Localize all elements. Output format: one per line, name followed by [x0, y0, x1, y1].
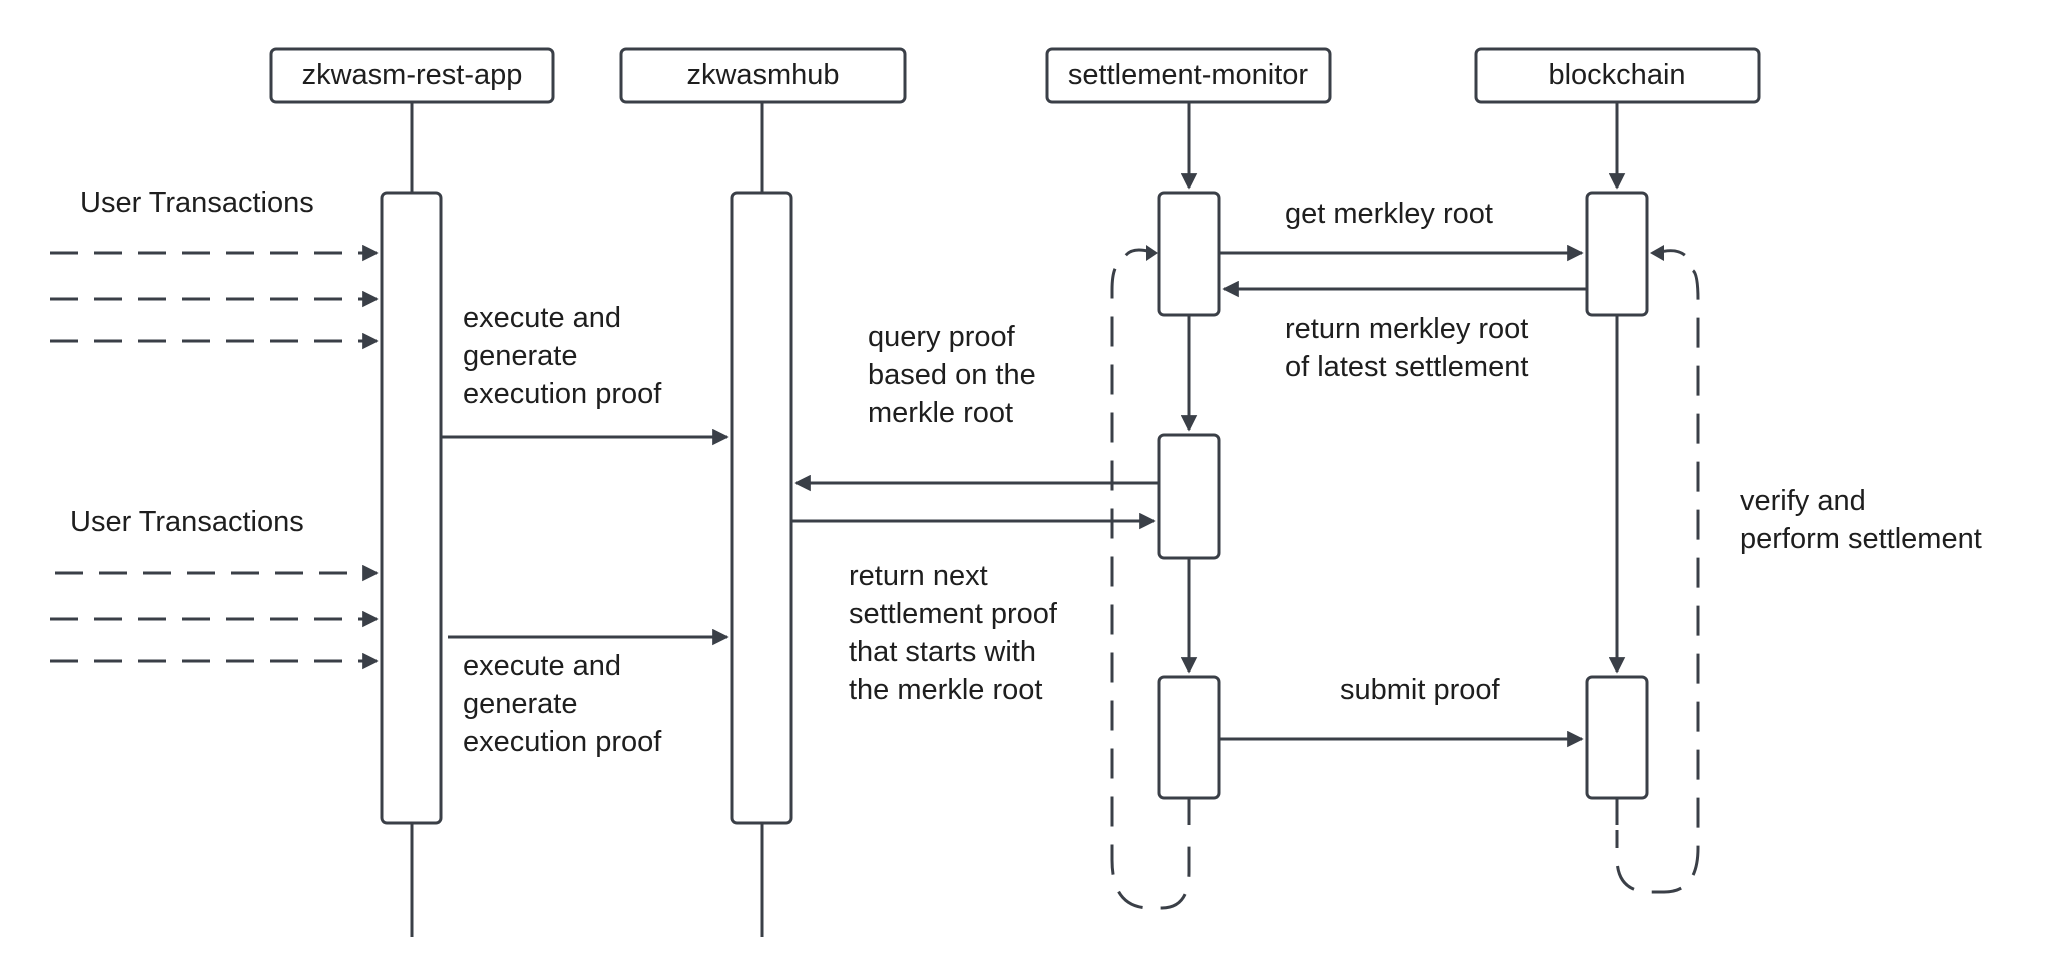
submit-proof-label: submit proof [1340, 674, 1501, 706]
activation-monitor-1 [1157, 191, 1221, 317]
chain-loop [1615, 249, 1700, 894]
verify-label-line: perform settlement [1740, 523, 1982, 555]
activation-rest-app [380, 191, 443, 825]
participant-label: settlement-monitor [1068, 59, 1308, 91]
activation-chain-2 [1585, 675, 1649, 800]
exec-label-line: generate [463, 340, 578, 372]
monitor-loop [1110, 248, 1191, 910]
activation-hub [730, 191, 793, 825]
return-root-label-line: return merkley root [1285, 313, 1528, 345]
get-root-label: get merkley root [1285, 198, 1493, 230]
exec-label-2: execute and generate execution proof [463, 650, 662, 758]
verify-label: verify and perform settlement [1740, 485, 1982, 555]
return-next-label-line: that starts with [849, 636, 1036, 668]
exec-label-line: generate [463, 688, 578, 720]
activation-monitor-2 [1157, 433, 1221, 560]
user-transactions-label-1: User Transactions [80, 187, 314, 219]
return-root-label-line: of latest settlement [1285, 351, 1528, 383]
query-label-line: merkle root [868, 397, 1013, 429]
exec-label-line: execute and [463, 302, 621, 334]
exec-label-1: execute and generate execution proof [463, 302, 662, 410]
query-label-line: query proof [868, 321, 1016, 353]
return-next-label: return next settlement proof that starts… [849, 560, 1058, 706]
activation-chain-1 [1585, 191, 1649, 317]
return-next-label-line: the merkle root [849, 674, 1042, 706]
query-label-line: based on the [868, 359, 1036, 391]
return-root-label: return merkley root of latest settlement [1285, 313, 1528, 383]
participant-label: zkwasm-rest-app [302, 59, 523, 91]
monitor-loop-arrowhead [1146, 245, 1158, 261]
exec-label-line: execute and [463, 650, 621, 682]
return-next-label-line: settlement proof [849, 598, 1058, 630]
participant-label: blockchain [1548, 59, 1685, 91]
participant-label: zkwasmhub [686, 59, 839, 91]
participant-rest-app: zkwasm-rest-app [269, 47, 555, 104]
participant-monitor: settlement-monitor [1045, 47, 1332, 104]
query-proof-label: query proof based on the merkle root [868, 321, 1036, 429]
participant-chain: blockchain [1474, 47, 1761, 104]
return-next-label-line: return next [849, 560, 988, 592]
chain-loop-arrowhead [1650, 245, 1664, 261]
exec-label-line: execution proof [463, 378, 662, 410]
participant-hub: zkwasmhub [619, 47, 907, 104]
verify-label-line: verify and [1740, 485, 1866, 517]
user-transactions-label-2: User Transactions [70, 506, 304, 538]
activation-monitor-3 [1157, 675, 1221, 800]
exec-label-line: execution proof [463, 726, 662, 758]
